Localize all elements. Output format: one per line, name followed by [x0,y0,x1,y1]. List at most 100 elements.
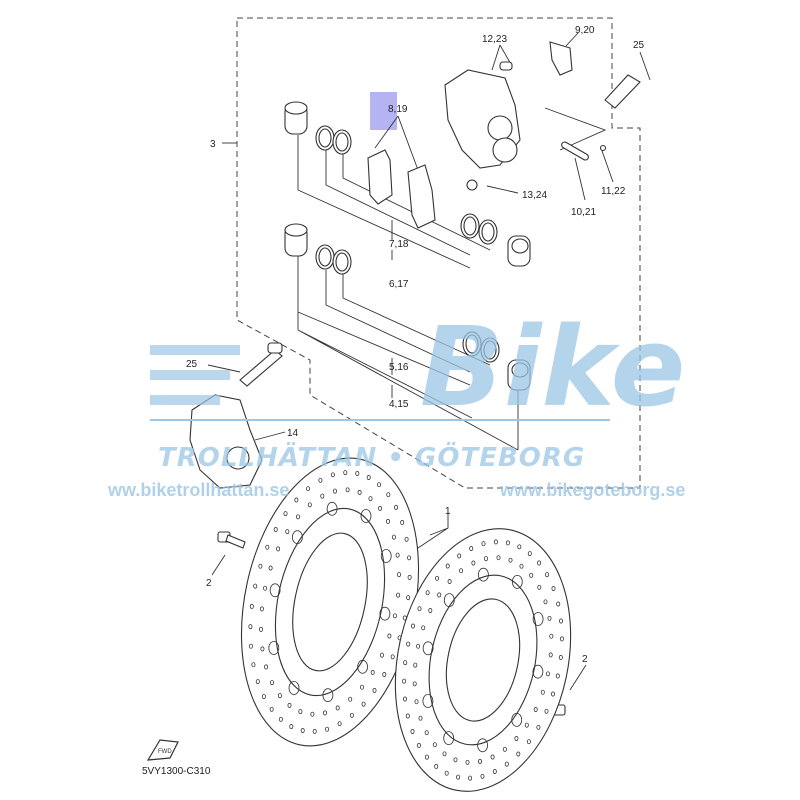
disc-hole [524,722,529,728]
disc-hole [300,728,305,733]
disc-hole [259,606,264,612]
disc-hole [424,754,429,760]
disc-hole [529,572,534,578]
disc-hole [471,560,476,566]
disc-hole [537,560,542,566]
disc-hole [402,678,407,684]
disc-hole [368,496,373,502]
disc-hole [532,612,544,626]
disc-hole [400,519,405,525]
bolt-left [217,531,246,549]
disc-hole [283,511,288,517]
disc-hole [447,579,452,584]
disc-hole [407,555,412,561]
disc-hole [422,694,434,708]
disc-hole [511,713,523,727]
disc-hole [548,652,553,658]
disc-hole [312,728,317,734]
label-4-15: 4,15 [389,399,409,410]
disc-hole [443,593,455,607]
disc-hole [387,633,392,639]
disc-hole [382,672,387,677]
fwd-label: FWD [158,749,172,755]
disc-hole [379,652,384,658]
disc-hole [361,701,366,707]
disc-hole [490,754,495,760]
disc-hole [277,693,282,699]
label-8-19: 8,19 [388,104,408,115]
disc-hole [414,699,419,705]
label-25-top: 25 [633,40,645,51]
label-14: 14 [287,428,299,439]
disc-hole [457,553,462,559]
disc-hole [248,643,253,649]
disc-hole [545,572,550,578]
disc-hole [380,549,392,563]
disc-hole [421,625,426,631]
disc-hole [468,775,473,781]
disc-hole [370,669,375,675]
label-5-16: 5,16 [389,362,409,373]
disc-hole [261,694,266,700]
disc-hole [496,555,501,561]
disc-hole [248,624,253,630]
disc-hole [396,572,401,578]
disc-hole [519,563,524,569]
disc-hole [335,705,340,711]
disc-hole [289,724,294,729]
disc-hole [288,681,300,695]
disc-hole [477,758,482,764]
disc-hole [394,504,399,510]
disc-hole [481,541,486,547]
leader-lines [207,32,651,691]
disc-hole [298,709,303,715]
disc-hole [422,641,434,656]
disc-hole [410,729,415,734]
label-2-left: 2 [206,578,212,589]
brake-disc-left [240,457,420,747]
disc-hole [395,552,400,558]
seal-upper-right [460,213,498,245]
label-13-24: 13,24 [522,190,547,201]
disc-hole [322,688,334,703]
watermark-brand: Bike [420,303,685,431]
disc-hole [391,534,396,540]
disc-hole [483,556,488,562]
disc-hole [514,736,519,741]
disc-hole [526,739,531,745]
disc-hole [418,715,423,721]
disc-hole [276,546,281,552]
disc-hole [320,493,325,499]
disc-hole [428,608,433,613]
disc-hole [291,530,303,545]
caliper-top [444,41,641,191]
disc-hole [416,742,421,748]
disc-hole [551,691,556,697]
brake-pads [367,149,436,229]
disc-hole [437,592,442,598]
disc-hole [508,557,513,563]
disc-hole [505,540,510,546]
disc-hole [410,623,415,629]
disc-hole [258,563,263,569]
disc-hole [269,680,274,686]
disc-hole [511,575,523,589]
disc-hole [392,613,397,619]
disc-hole [412,681,417,687]
disc-hole [555,673,560,679]
label-10-21: 10,21 [571,207,596,218]
disc-hole [477,567,489,582]
disc-hole [355,471,360,476]
disc-hole [403,660,408,666]
disc-hole [402,696,407,702]
disc-hole [544,708,549,714]
disc-hole [459,568,464,574]
disc-hole [307,502,312,508]
part-labels: 3 8,19 12,23 9,20 25 13,24 10,21 11,22 7… [142,25,645,777]
disc-hole [310,711,315,717]
disc-hole [359,684,364,690]
disc-hole [558,654,563,660]
disc-hole [504,761,509,767]
seal-upper-left [315,125,352,155]
